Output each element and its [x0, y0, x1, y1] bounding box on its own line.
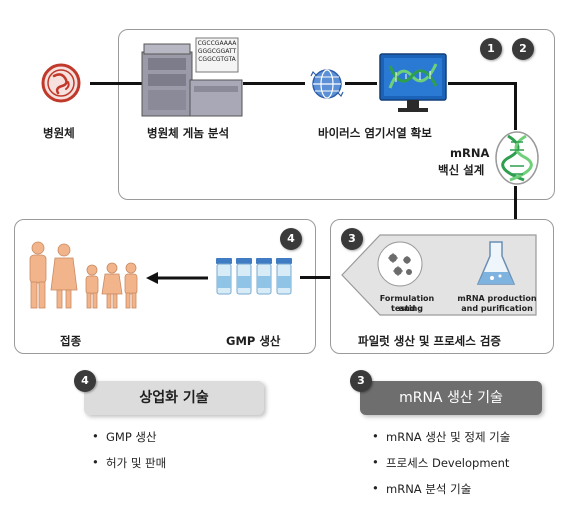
pilot-validation-label: 파일럿 생산 및 프로세스 검증 [358, 334, 501, 348]
virus-particles-icon [376, 240, 424, 288]
pathogen-label: 병원체 [43, 126, 75, 140]
globe-icon [309, 66, 345, 102]
sequencer-icon [140, 36, 244, 118]
production-tech-item-2: 프로세스 Development [372, 455, 509, 471]
connector-line [90, 82, 142, 85]
production-label-line1: mRNA production [457, 294, 537, 303]
connector-line [300, 276, 344, 279]
commercialization-badge: 4 [74, 370, 96, 392]
production-label-line2: and purification [461, 304, 533, 313]
connector-line [514, 186, 517, 232]
dna-helix-icon [494, 130, 540, 186]
step-badge-3: 3 [341, 228, 363, 250]
commercialization-item-2: 허가 및 판매 [92, 455, 166, 471]
formulation-label-line1: Formulation and [379, 294, 435, 313]
connector-line [345, 82, 377, 85]
step-badge-4: 4 [280, 228, 302, 250]
sequence-readout-1: CGCCGAAAA [197, 40, 237, 47]
mrna-design-label-line1: mRNA [450, 146, 490, 160]
mrna-design-label-line2: 백신 설계 [438, 163, 485, 177]
vaccination-label: 접종 [60, 334, 82, 348]
gmp-production-label: GMP 생산 [226, 334, 281, 348]
commercialization-title: 상업화 기술 [84, 381, 264, 415]
commercialization-title-text: 상업화 기술 [139, 390, 209, 406]
connector-line [514, 82, 517, 130]
flask-icon [474, 240, 518, 288]
connector-line [448, 82, 517, 85]
step-badge-2: 2 [512, 38, 534, 60]
production-tech-title: mRNA 생산 기술 [360, 381, 542, 415]
step-badge-1: 1 [480, 38, 502, 60]
genome-analysis-label: 병원체 게놈 분석 [147, 126, 230, 140]
people-family-icon [24, 240, 146, 310]
sequence-readout-3: CGGCGTGTA [198, 56, 236, 63]
formulation-label-line2: testing [391, 304, 423, 313]
production-tech-badge: 3 [350, 370, 372, 392]
sequence-acquisition-label: 바이러스 염기서열 확보 [318, 126, 432, 140]
monitor-dna-icon [378, 52, 448, 116]
vials-icon [214, 258, 296, 296]
connector-line [243, 82, 305, 85]
production-tech-item-3: mRNA 분석 기술 [372, 481, 471, 497]
commercialization-item-1: GMP 생산 [92, 429, 156, 445]
left-arrow-icon [146, 270, 208, 284]
production-tech-title-text: mRNA 생산 기술 [399, 390, 503, 406]
production-tech-item-1: mRNA 생산 및 정제 기술 [372, 429, 510, 445]
pathogen-icon [40, 62, 82, 104]
sequence-readout-2: GGGCGGATT [197, 48, 237, 55]
